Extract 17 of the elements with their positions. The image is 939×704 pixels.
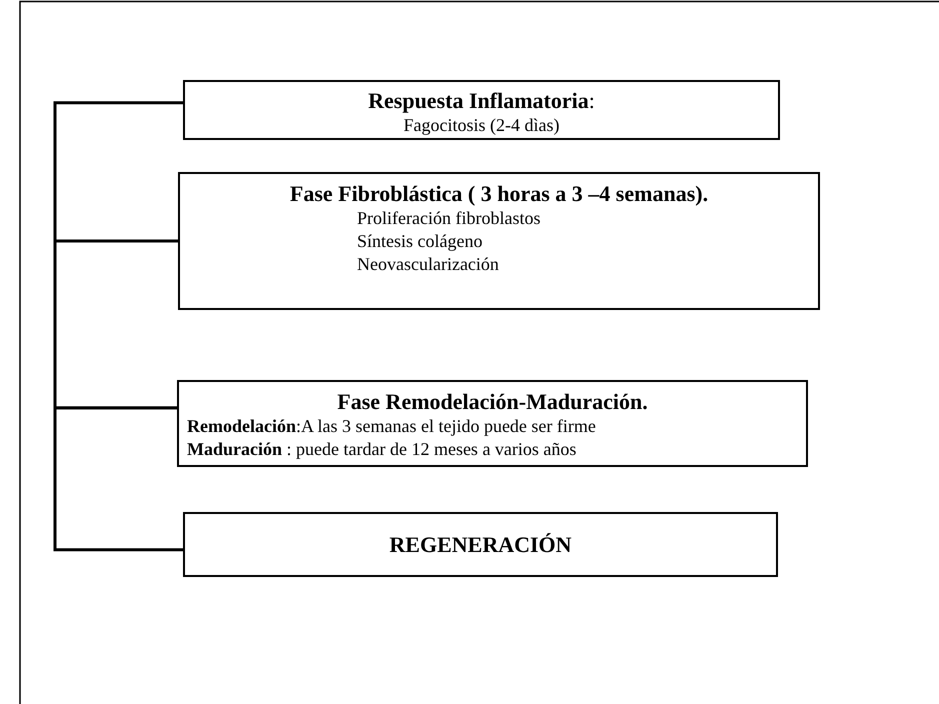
phase-heading: Respuesta Inflamatoria: bbox=[367, 88, 596, 114]
phase-box bbox=[178, 172, 820, 310]
phase-heading: Fase Fibroblástica ( 3 horas a 3 –4 semanas). bbox=[288, 181, 710, 207]
phase-detail: Neovascularización bbox=[356, 253, 500, 276]
phase-box bbox=[183, 512, 778, 577]
phase-detail: Fagocitosis (2-4 dìas) bbox=[402, 114, 560, 137]
bracket-line bbox=[54, 101, 183, 242]
phase-heading: Fase Remodelación-Maduración. bbox=[336, 389, 649, 415]
phase-box bbox=[183, 80, 780, 140]
phase-detail: Remodelación:A las 3 semanas el tejido puede ser firme bbox=[186, 415, 597, 438]
phase-detail: Síntesis colágeno bbox=[356, 230, 484, 253]
bracket-line bbox=[54, 406, 183, 552]
bracket-line bbox=[54, 240, 178, 410]
phase-detail: Proliferación fibroblastos bbox=[356, 207, 542, 230]
phase-heading: REGENERACIÓN bbox=[388, 532, 573, 558]
phase-box bbox=[177, 380, 808, 467]
phase-detail: Maduración : puede tardar de 12 meses a varios años bbox=[186, 438, 578, 461]
